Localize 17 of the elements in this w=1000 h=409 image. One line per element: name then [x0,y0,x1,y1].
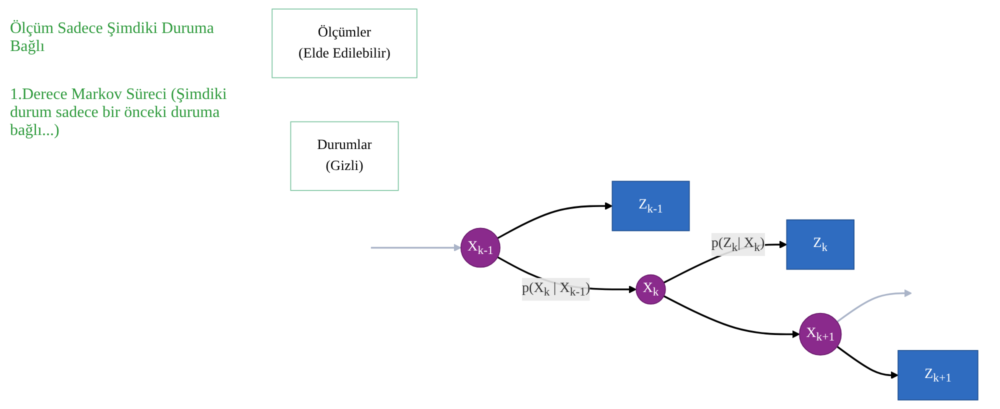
node-box: Durumlar (Gizli) [290,121,399,191]
annotation-note: Ölçüm Sadece Şimdiki Duruma Bağlı [10,20,215,56]
node-circle: X$_{k-1}$ [460,228,500,268]
arrow [663,295,800,338]
node-box: Ölçümler (Elde Edilebilir) [272,8,418,78]
arrow [370,244,462,252]
node-box: Z$_{k-1}$ [612,180,690,232]
edge-label: p(Z$_{k}$| X$_{k}$) [711,236,765,254]
arrow [836,346,898,380]
edge-label: p(X$_{k}$ | X$_{k-1}$) [522,280,590,298]
arrow [836,289,912,323]
node-circle: X$_{k+1}$ [799,312,842,356]
node-circle: X$_{k}$ [636,274,666,304]
arrow [497,202,613,240]
node-box: Z$_{k+1}$ [898,350,978,400]
annotation-note: 1.Derece Markov Süreci (Şimdiki durum sadece bir önceki duruma bağlı...) [10,86,228,140]
node-box: Z$_{k}$ [786,219,854,270]
